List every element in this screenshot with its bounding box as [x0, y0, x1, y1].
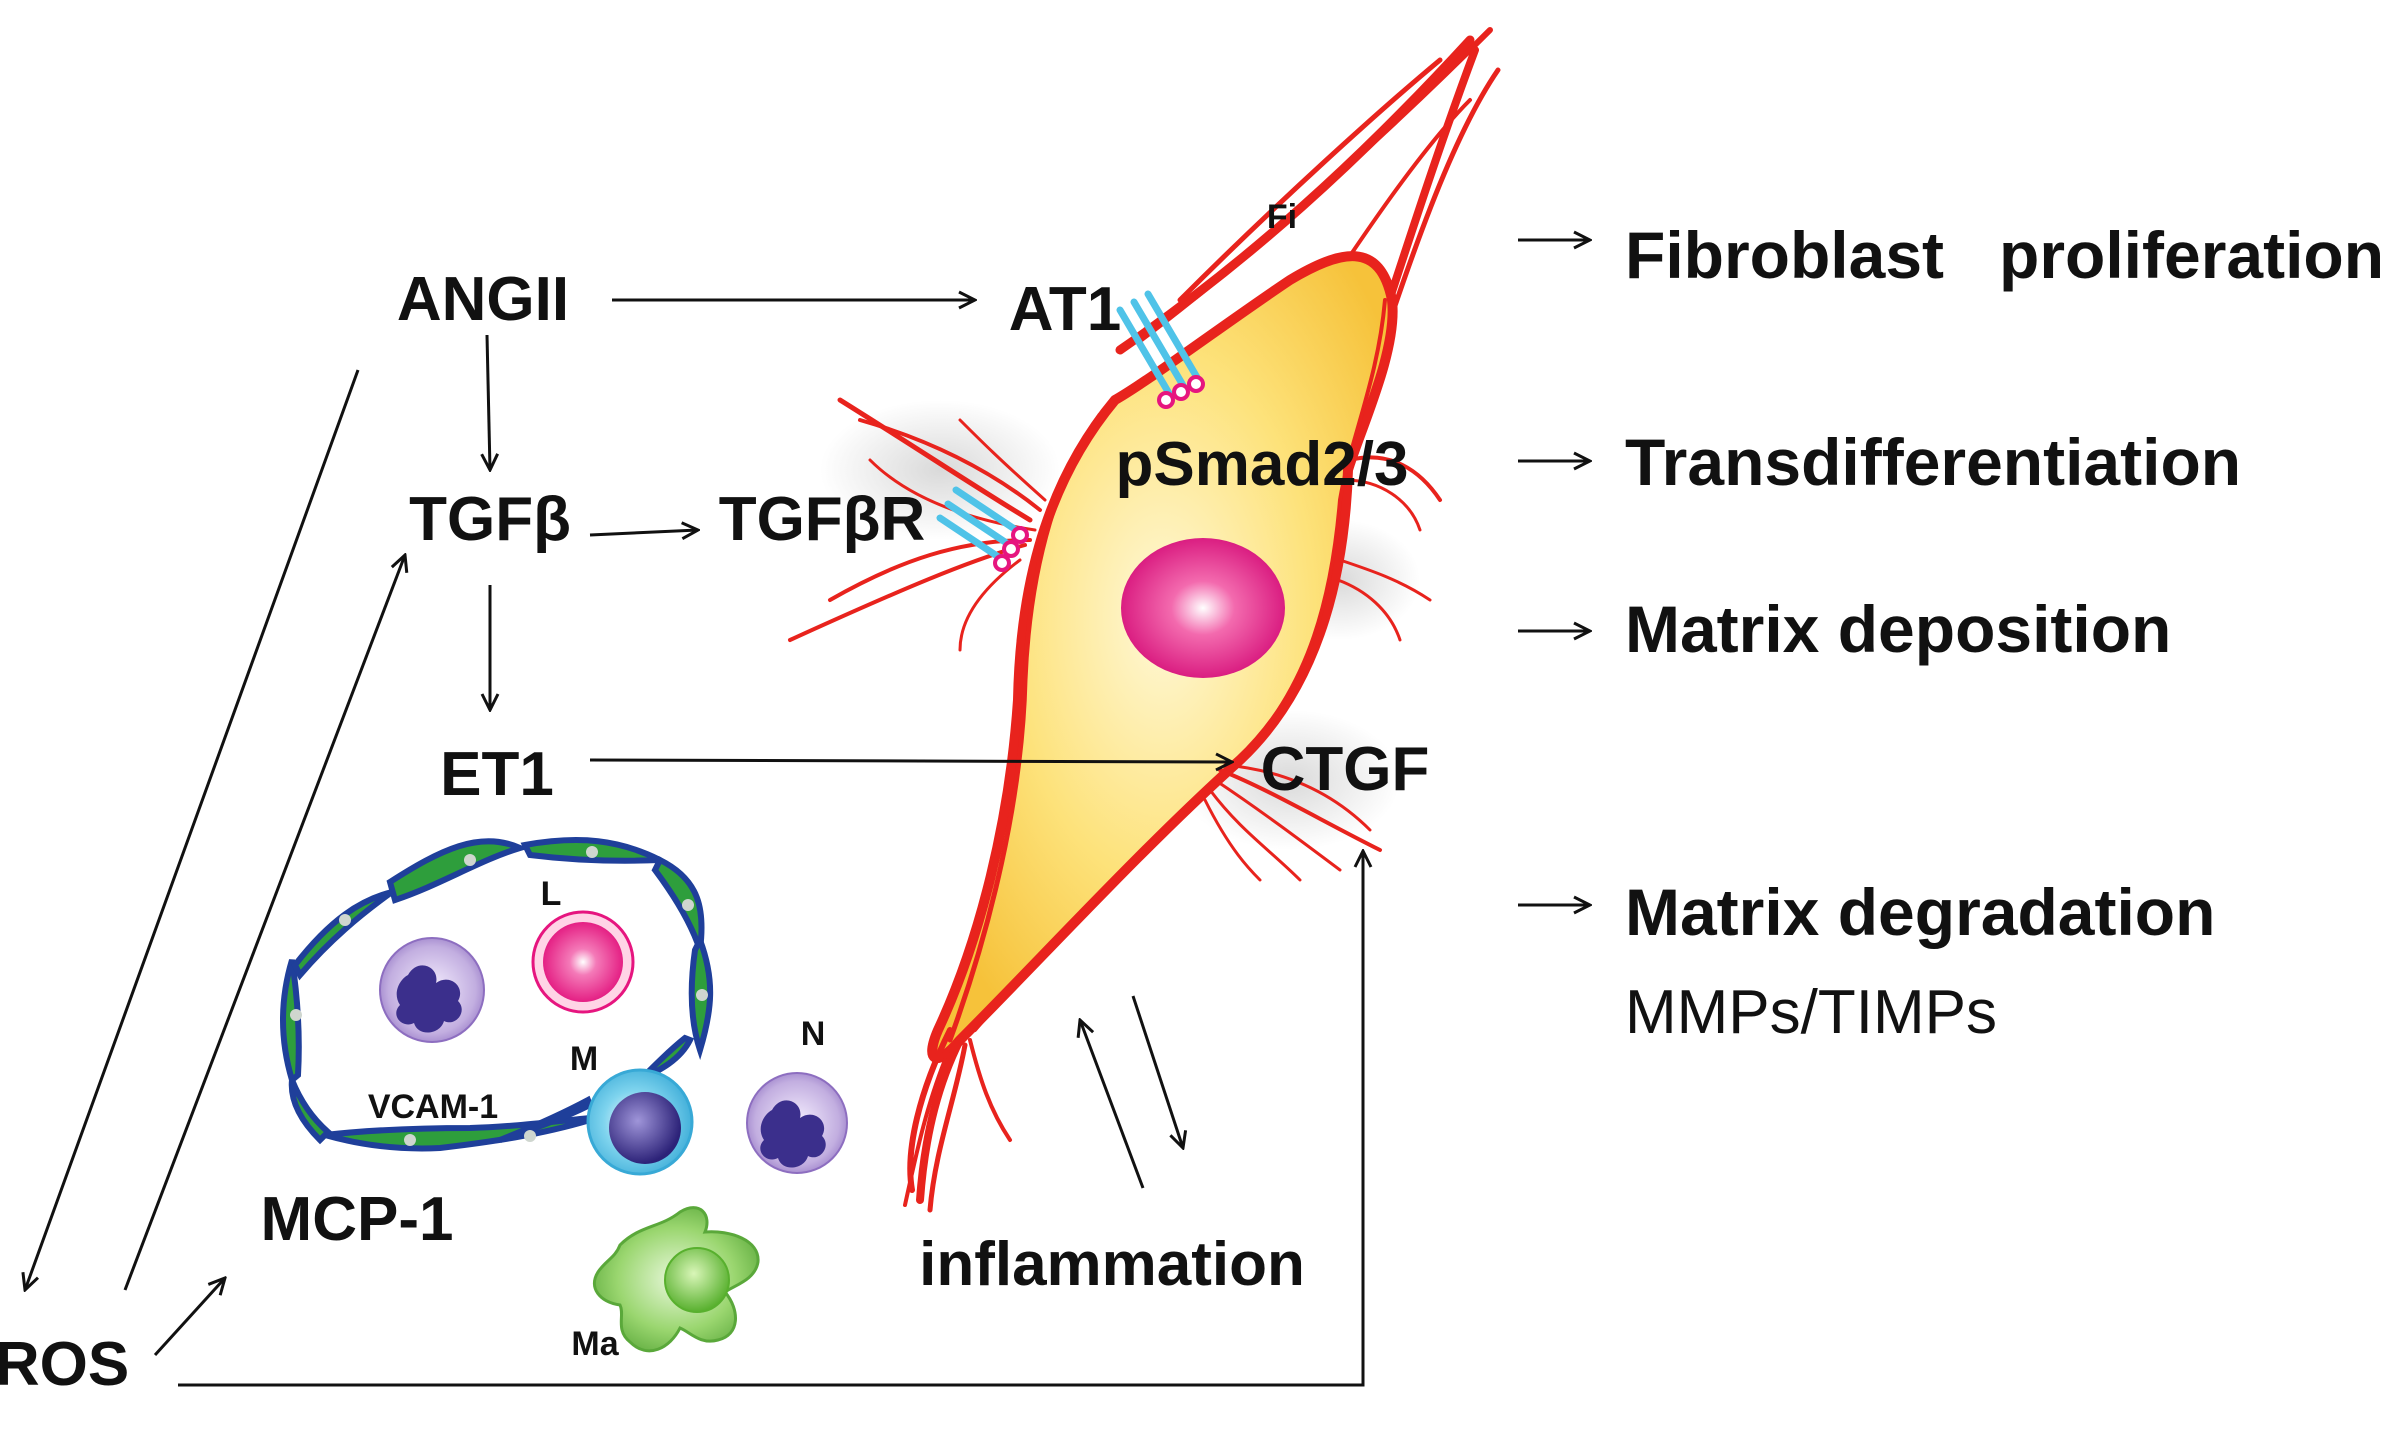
- arrow-et1-to-ctgf: [589, 760, 1232, 762]
- outcome-mmps-timps: MMPs/TIMPs: [1625, 978, 1997, 1047]
- fibroblast-cell: [788, 27, 1501, 1213]
- outcome-fibroblast-proliferation: Fibroblast proliferation: [1625, 218, 2384, 292]
- monocyte-cell: [586, 1068, 694, 1176]
- arrow-angii-to-tgfb: [487, 334, 490, 470]
- label-at1: AT1: [1009, 275, 1122, 344]
- outcome-labels: Fibroblast proliferation Transdifferenti…: [1625, 218, 2384, 1047]
- lymphocyte-cell: [531, 910, 635, 1014]
- node-labels: ANGII AT1 TGFβ TGFβR pSmad2/3 ET1 CTGF R…: [0, 198, 1429, 1399]
- arrow-inflammation-to-cell: [1080, 1020, 1145, 1189]
- pathway-arrows: [25, 240, 1590, 1387]
- arrow-cell-to-inflammation: [1131, 995, 1183, 1148]
- outcome-matrix-deposition: Matrix deposition: [1625, 592, 2171, 666]
- arrow-ros-to-ctgf: [178, 851, 1363, 1387]
- blood-vessel-endothelium: [280, 837, 714, 1152]
- label-mcp1: MCP-1: [261, 1185, 454, 1254]
- tgfbr-receptor-icon: [936, 486, 1029, 572]
- at1-receptor-icon: [1116, 290, 1205, 409]
- label-et1: ET1: [440, 740, 554, 809]
- outcome-transdifferentiation: Transdifferentiation: [1625, 425, 2241, 499]
- label-n: N: [801, 1015, 826, 1053]
- label-m: M: [570, 1040, 598, 1078]
- outcome-matrix-degradation: Matrix degradation: [1625, 875, 2215, 949]
- neutrophil-cell-inner: [379, 937, 485, 1043]
- label-angii: ANGII: [397, 265, 569, 334]
- arrow-tgfb-to-tgfbr: [589, 530, 698, 535]
- label-l: L: [541, 875, 562, 913]
- arrow-ros-to-mcp1: [153, 1278, 225, 1357]
- label-tgfbr: TGFβR: [719, 485, 926, 554]
- label-ctgf: CTGF: [1261, 735, 1430, 804]
- fibroblast-nucleus: [1121, 538, 1285, 678]
- label-ros: ROS: [0, 1330, 129, 1399]
- label-vcam1: VCAM-1: [368, 1088, 498, 1126]
- label-psmad: pSmad2/3: [1116, 430, 1409, 499]
- label-tgfb: TGFβ: [409, 485, 571, 554]
- arrow-angii-to-ros: [25, 369, 360, 1290]
- label-inflammation: inflammation: [919, 1230, 1305, 1299]
- macrophage-cell: [592, 1206, 760, 1353]
- label-fi: Fi: [1267, 198, 1297, 236]
- arrow-ros-to-tgfb: [123, 555, 405, 1291]
- neutrophil-cell: [746, 1072, 848, 1174]
- label-ma: Ma: [571, 1325, 619, 1363]
